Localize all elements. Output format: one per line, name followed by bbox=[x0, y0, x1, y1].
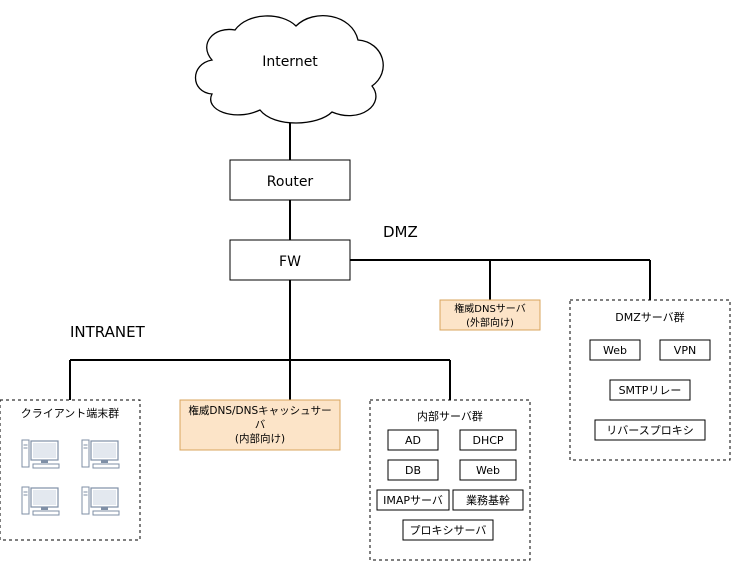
internal-server-web: Web bbox=[476, 464, 500, 477]
internal-server-box bbox=[459, 429, 517, 451]
internal-server-group: 内部サーバ群 AD DHCP DB Web IMAPサーバ 業務基幹 プロキシサ… bbox=[369, 399, 531, 561]
internal-server-ad: AD bbox=[405, 434, 421, 447]
internet-label: Internet bbox=[262, 54, 318, 70]
router-label: Router bbox=[267, 174, 314, 190]
internal-server-proxy: プロキシサーバ bbox=[410, 524, 487, 537]
dns-external-line1: 権威DNSサーバ bbox=[454, 302, 525, 315]
client-group-title: クライアント端末群 bbox=[21, 406, 120, 420]
internal-group-title: 内部サーバ群 bbox=[417, 409, 483, 423]
firewall-label: FW bbox=[279, 254, 301, 270]
internal-server-imap: IMAPサーバ bbox=[383, 494, 443, 507]
internal-server-box bbox=[402, 519, 494, 541]
internet-cloud: Internet bbox=[195, 15, 384, 124]
firewall-box bbox=[229, 239, 351, 281]
internal-server-box bbox=[452, 489, 524, 511]
dns-internal-node: 権威DNS/DNSキャッシュサー バ (内部向け) bbox=[179, 399, 341, 451]
client-group-border bbox=[0, 399, 141, 541]
dns-internal-line2: バ bbox=[255, 419, 266, 431]
dmz-server-vpn: VPN bbox=[674, 344, 696, 357]
firewall-node: FW bbox=[229, 239, 351, 281]
dmz-group-title: DMZサーバ群 bbox=[615, 310, 684, 324]
desktop-computer-icon bbox=[21, 486, 60, 516]
zone-label-dmz: DMZ bbox=[383, 223, 418, 241]
dns-external-node: 権威DNSサーバ (外部向け) bbox=[439, 299, 541, 331]
router-box bbox=[229, 159, 351, 201]
cloud-icon bbox=[195, 15, 384, 124]
internal-server-db: DB bbox=[405, 464, 421, 477]
desktop-computer-icon bbox=[81, 439, 120, 469]
internal-server-box bbox=[459, 459, 517, 481]
internal-server-box bbox=[387, 459, 439, 481]
dmz-server-reverse-proxy: リバースプロキシ bbox=[606, 424, 693, 437]
dmz-server-smtp-relay: SMTPリレー bbox=[619, 384, 682, 397]
dns-internal-line3: (内部向け) bbox=[235, 432, 285, 445]
connection-lines bbox=[69, 120, 651, 400]
dmz-server-box bbox=[609, 379, 691, 401]
dns-internal-line1: 権威DNS/DNSキャッシュサー bbox=[188, 404, 331, 417]
desktop-computer-icon bbox=[81, 486, 120, 516]
dns-external-line2: (外部向け) bbox=[466, 316, 514, 329]
dmz-server-box bbox=[594, 419, 706, 441]
internal-server-box bbox=[376, 489, 450, 511]
internal-server-dhcp: DHCP bbox=[472, 434, 503, 447]
internal-server-core-business: 業務基幹 bbox=[466, 493, 510, 507]
client-pc-icons bbox=[21, 439, 120, 516]
dmz-server-web: Web bbox=[603, 344, 627, 357]
dns-internal-box bbox=[179, 399, 341, 451]
dmz-server-box bbox=[659, 339, 711, 361]
dmz-server-box bbox=[589, 339, 641, 361]
router-node: Router bbox=[229, 159, 351, 201]
desktop-computer-icon bbox=[21, 439, 60, 469]
client-group: クライアント端末群 bbox=[0, 399, 141, 541]
dmz-server-group: DMZサーバ群 Web VPN SMTPリレー リバースプロキシ bbox=[569, 299, 731, 461]
internal-server-box bbox=[387, 429, 439, 451]
zone-label-intranet: INTRANET bbox=[70, 323, 146, 341]
dns-external-box bbox=[439, 299, 541, 331]
